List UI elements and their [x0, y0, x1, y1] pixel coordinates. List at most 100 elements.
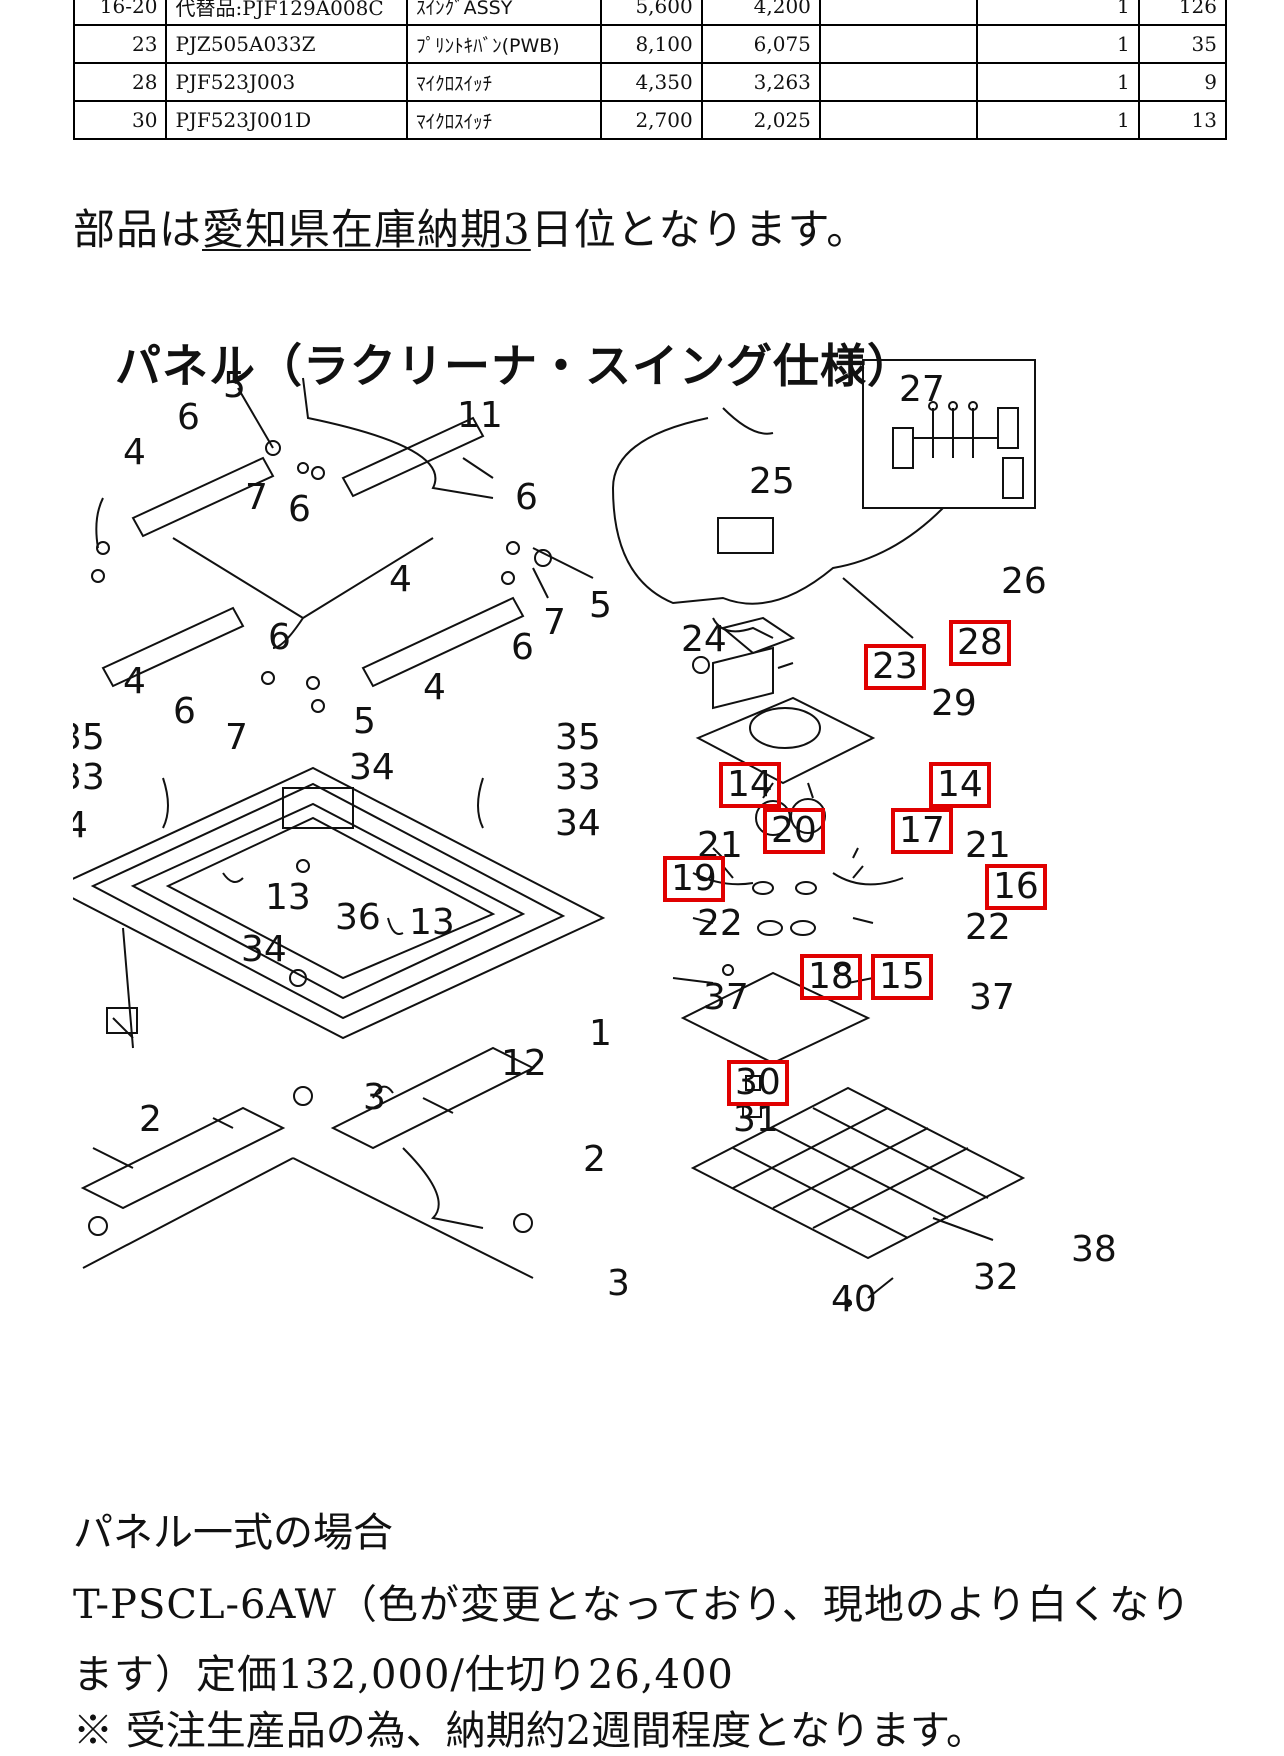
callout-34: 34 — [349, 747, 395, 788]
cell-num: 35 — [1137, 24, 1228, 64]
cell-code: PJZ505A033Z — [165, 24, 409, 64]
callout-3: 3 — [607, 1263, 630, 1304]
callout-37: 37 — [703, 977, 749, 1018]
cell-price2: 4,200 — [700, 0, 821, 26]
cell-code: PJF523J001D — [165, 100, 409, 140]
callout-22: 22 — [697, 903, 743, 944]
cell-price2: 2,025 — [700, 100, 821, 140]
callout-27: 27 — [899, 369, 945, 410]
callout-6: 6 — [515, 477, 538, 518]
delivery-note: 部品は愛知県在庫納期3日位となります。 — [73, 196, 869, 257]
cell-name: ﾌﾟﾘﾝﾄｷﾊﾞﾝ(PWB) — [406, 24, 602, 64]
cell-price2: 3,263 — [700, 62, 821, 102]
note-suffix: 日位となります。 — [530, 205, 870, 254]
callout-25: 25 — [749, 461, 795, 502]
callout-33: 33 — [555, 757, 601, 798]
callout-31: 31 — [733, 1099, 779, 1140]
cell-qty: 1 — [976, 100, 1140, 140]
callout-6: 6 — [511, 627, 534, 668]
callout-11: 11 — [457, 395, 503, 436]
full-panel-description: T-PSCL-6AW（色が変更となっており、現地のより白くなります）定価132,… — [73, 1582, 1192, 1698]
callout-17-highlight: 17 — [891, 808, 953, 854]
callout-4: 4 — [423, 667, 446, 708]
callout-30-highlight: 30 — [727, 1060, 789, 1106]
callout-1: 1 — [589, 1013, 612, 1054]
cell-num: 9 — [1137, 62, 1228, 102]
partial-note-cut-off: ※ 受注生産品の為、納期約2週間程度となります。 — [73, 1708, 986, 1754]
callout-26: 26 — [1001, 561, 1047, 602]
cell-blank — [818, 62, 979, 102]
callout-29: 29 — [931, 683, 977, 724]
diagram-title: パネル（ラクリーナ・スイング仕様） — [115, 339, 914, 393]
callout-23-highlight: 23 — [864, 644, 926, 690]
full-panel-heading: パネル一式の場合 — [73, 1510, 393, 1556]
callout-37: 37 — [969, 977, 1015, 1018]
cell-no: 16-20 — [72, 0, 168, 26]
callout-40: 40 — [831, 1279, 877, 1320]
callout-15-highlight: 15 — [871, 954, 933, 1000]
cell-blank — [818, 100, 979, 140]
cell-no: 23 — [72, 24, 168, 64]
callout-33: 33 — [73, 757, 105, 798]
callout-34: 34 — [555, 803, 601, 844]
cell-code: 代替品:PJF129A008C — [165, 0, 409, 26]
callout-20-highlight: 20 — [763, 808, 825, 854]
callout-4: 4 — [123, 661, 146, 702]
callout-16-highlight: 16 — [985, 864, 1047, 910]
cell-name: ｽｲﾝｸﾞASSY — [406, 0, 602, 26]
callout-5: 5 — [353, 701, 376, 742]
cell-no: 30 — [72, 100, 168, 140]
callout-7: 7 — [543, 602, 566, 643]
callout-7: 7 — [245, 477, 268, 518]
callout-6: 6 — [173, 691, 196, 732]
callout-34: 34 — [241, 929, 287, 970]
cell-name: ﾏｲｸﾛｽｲｯﾁ — [406, 100, 602, 140]
note-underlined: 愛知県在庫納期3 — [202, 205, 531, 254]
callout-3: 3 — [363, 1077, 386, 1118]
callout-21: 21 — [965, 825, 1011, 866]
callout-18-highlight: 18 — [800, 954, 862, 1000]
callout-5: 5 — [223, 365, 246, 406]
callout-35: 35 — [555, 717, 601, 758]
cell-num: 13 — [1137, 100, 1228, 140]
callout-24: 24 — [681, 619, 727, 660]
callout-32: 32 — [973, 1257, 1019, 1298]
cell-qty: 1 — [976, 0, 1140, 26]
cell-price1: 2,700 — [599, 100, 703, 140]
cell-num: 126 — [1137, 0, 1228, 26]
cell-no: 28 — [72, 62, 168, 102]
callout-28-highlight: 28 — [949, 620, 1011, 666]
callout-13: 13 — [409, 902, 455, 943]
callout-2: 2 — [139, 1099, 162, 1140]
callout-35: 35 — [73, 717, 105, 758]
cell-blank — [818, 0, 979, 26]
callout-6: 6 — [268, 617, 291, 658]
cell-blank — [818, 24, 979, 64]
note-prefix: 部品は — [73, 205, 203, 254]
cell-price1: 4,350 — [599, 62, 703, 102]
callout-4: 4 — [123, 432, 146, 473]
exploded-parts-diagram: パネル（ラクリーナ・スイング仕様） 5 6 11 4 7 6 6 4 5 7 6… — [73, 318, 1143, 1438]
cell-code: PJF523J003 — [165, 62, 409, 102]
callout-38: 38 — [1071, 1229, 1117, 1270]
cell-price1: 8,100 — [599, 24, 703, 64]
callout-19-highlight: 19 — [663, 856, 725, 902]
callout-12: 12 — [501, 1043, 547, 1084]
callout-14-highlight: 14 — [719, 762, 781, 808]
callout-2: 2 — [583, 1139, 606, 1180]
callout-6: 6 — [288, 489, 311, 530]
cell-price1: 5,600 — [599, 0, 703, 26]
callout-4: 4 — [389, 559, 412, 600]
callout-6: 6 — [177, 397, 200, 438]
callout-13: 13 — [265, 877, 311, 918]
callout-36: 36 — [335, 897, 381, 938]
cell-name: ﾏｲｸﾛｽｲｯﾁ — [406, 62, 602, 102]
diagram-drawing — [73, 359, 1036, 1307]
cell-qty: 1 — [976, 24, 1140, 64]
callout-14-highlight: 14 — [929, 762, 991, 808]
